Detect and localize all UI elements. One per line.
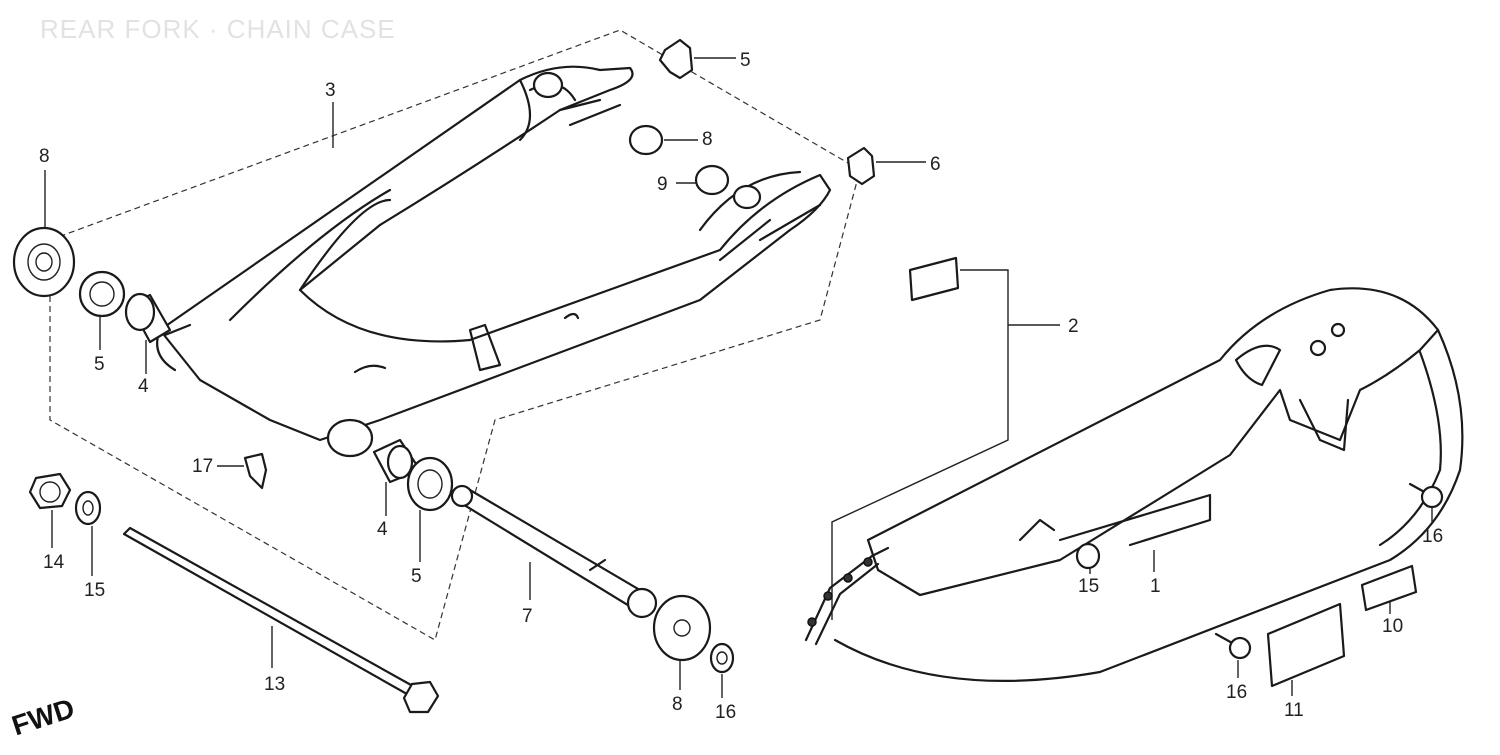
callout-14: 15 [1078, 576, 1099, 597]
callout-4a: 4 [138, 376, 149, 397]
assembly-boundary [49, 29, 861, 641]
pivot-cap-right [652, 594, 712, 662]
callout-4b: 4 [377, 519, 388, 540]
callout-3: 3 [325, 80, 336, 101]
callout-7: 7 [522, 606, 533, 627]
bolt-lower [1214, 632, 1252, 660]
callout-16a: 16 [1422, 526, 1443, 547]
bolt-upper [1408, 482, 1444, 509]
callout-12: 13 [264, 674, 285, 695]
callout-16b: 16 [1226, 682, 1247, 703]
callout-11: 11 [1284, 700, 1304, 721]
drive-chain [804, 546, 890, 646]
chain-adjuster-lower [846, 146, 876, 186]
callout-17: 17 [192, 456, 213, 477]
callout-13: 14 [43, 552, 65, 573]
caution-label-small [1360, 564, 1418, 612]
callout-5b: 5 [411, 566, 422, 587]
pivot-cap-left [12, 226, 76, 298]
bushing-left [124, 292, 172, 344]
callout-9b: 9 [657, 174, 668, 195]
pivot-bolt [122, 526, 440, 714]
callout-8a: 8 [39, 146, 50, 167]
axle-collar-upper [628, 124, 664, 156]
callout-1: 1 [1150, 576, 1161, 597]
callout-6a: 5 [740, 50, 751, 71]
pivot-nut [28, 472, 72, 510]
grease-nipple [243, 452, 268, 490]
chain-adjuster-upper [658, 38, 694, 80]
grommet [1075, 542, 1101, 570]
dust-seal-right [406, 456, 454, 512]
washer-right [709, 642, 735, 674]
callout-5a: 5 [94, 354, 105, 375]
washer-left [74, 490, 102, 526]
diagram-title: REAR FORK · CHAIN CASE [40, 14, 396, 44]
callout-9a: 8 [702, 129, 713, 150]
callout-10: 10 [1382, 616, 1403, 637]
chain-case-label [908, 256, 960, 302]
callout-2: 2 [1068, 316, 1079, 337]
caution-label-large [1266, 602, 1346, 688]
pivot-collar [450, 484, 658, 619]
dust-seal-left [78, 270, 126, 318]
callout-6b: 6 [930, 154, 941, 175]
rear-fork [156, 65, 832, 458]
callout-15a: 15 [84, 580, 105, 601]
axle-collar-lower [694, 164, 730, 196]
callout-15b: 16 [715, 702, 736, 723]
callout-8b: 8 [672, 694, 683, 715]
chain-case [833, 287, 1464, 682]
